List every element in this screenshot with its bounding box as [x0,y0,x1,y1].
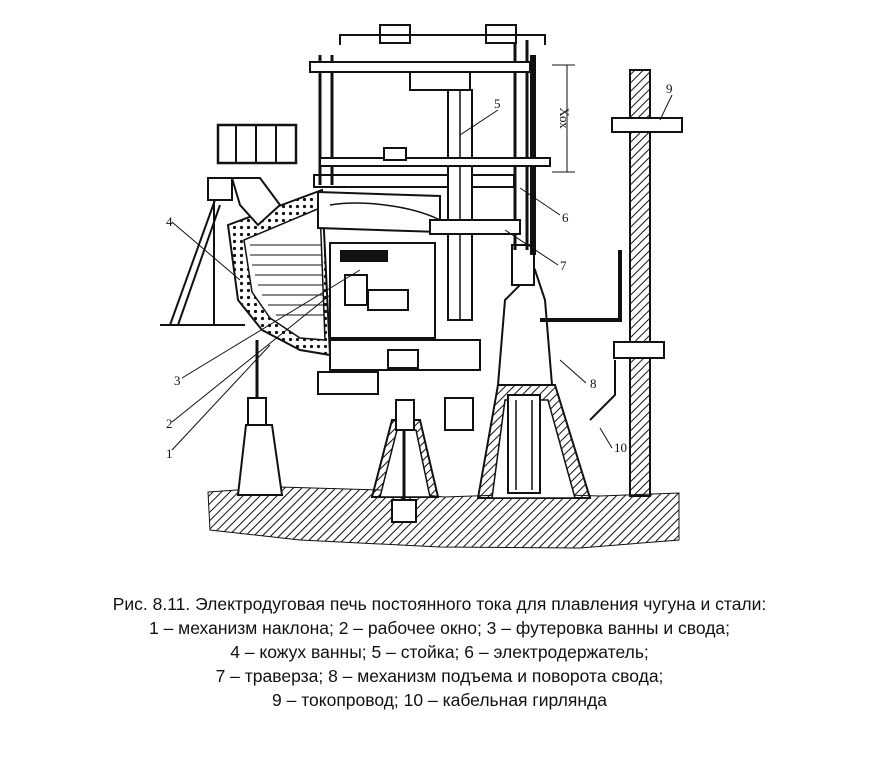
callout-leaders [171,94,673,451]
stroke-dimension: Хох [552,64,575,173]
callout-10: 10 [614,440,627,455]
callout-8: 8 [590,376,597,391]
caption-title: Рис. 8.11. Электродуговая печь постоянно… [112,594,767,614]
callout-9: 9 [666,81,673,96]
callout-3: 3 [174,373,181,388]
callout-6: 6 [562,210,569,225]
bath-shell [226,188,332,357]
left-support-pillar [236,340,284,496]
tilt-mechanism-support [370,399,440,523]
foundation [207,486,680,549]
callout-1: 1 [166,446,173,461]
callout-7: 7 [560,258,567,273]
working-window [207,123,298,227]
electrode-stand [309,24,551,321]
caption-line-5: 9 – токопровод; 10 – кабельная гирлянда [272,690,607,710]
dimension-label: Хох [557,107,572,129]
caption-line-3: 4 – кожух ванны; 5 – стойка; 6 – электро… [230,642,649,662]
figure-caption: Рис. 8.11. Электродуговая печь постоянно… [0,592,879,712]
current-lead [540,69,683,497]
central-mechanism [317,242,481,431]
roof-lift-support [476,244,592,499]
callout-5: 5 [494,96,501,111]
tilt-frame [160,199,245,326]
callout-4: 4 [166,214,173,229]
caption-line-2: 1 – механизм наклона; 2 – рабочее окно; … [148,618,731,638]
caption-line-4: 7 – траверза; 8 – механизм подъема и пов… [215,666,664,686]
furnace-drawing: Хох 1 2 3 4 5 6 7 8 9 10 [160,24,683,549]
callout-2: 2 [166,416,173,431]
